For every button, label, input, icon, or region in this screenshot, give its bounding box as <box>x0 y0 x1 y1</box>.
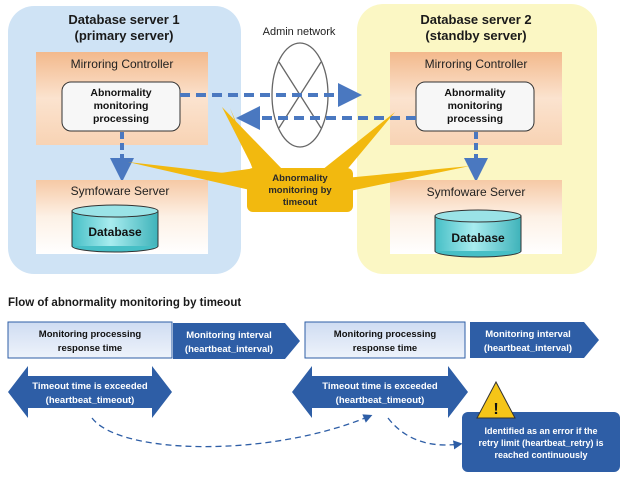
warning-icon: ! <box>476 380 516 419</box>
server2-process-line3: processing <box>447 113 503 125</box>
server1-process-line3: processing <box>93 113 149 125</box>
flow-response-time-1: Monitoring processing response time <box>7 321 173 359</box>
server1-symfoware-label: Symfoware Server <box>71 184 170 198</box>
flow-error-line1: Identified as an error if the <box>484 426 597 436</box>
flow-timeout-1: Timeout time is exceeded (heartbeat_time… <box>8 366 172 418</box>
admin-network-label: Admin network <box>263 26 336 38</box>
flow-retry-connector-1 <box>91 414 373 448</box>
flow-interval-1-line1: Monitoring interval <box>186 330 272 341</box>
server2-role: (standby server) <box>425 28 526 43</box>
flow-timeout-1-line1: Timeout time is exceeded <box>32 381 148 392</box>
flow-interval-2-line2: (heartbeat_interval) <box>484 343 572 354</box>
flow-error-line3: reached continuously <box>494 450 587 460</box>
flow-timeout-1-line2: (heartbeat_timeout) <box>46 395 135 406</box>
flow-retry-connector-2 <box>387 417 463 450</box>
flow-response-time-2-line2: response time <box>353 343 417 354</box>
server2-database-cylinder: Database <box>434 209 522 258</box>
flow-error-box: Identified as an error if the retry limi… <box>462 412 620 472</box>
server2-process-line2: monitoring <box>448 100 503 112</box>
server1-process-line1: Abnormality <box>90 87 151 99</box>
server1-process-line2: monitoring <box>94 100 149 112</box>
callout-box <box>247 168 353 212</box>
server2-symfoware-label: Symfoware Server <box>427 185 526 199</box>
flow-interval-2: Monitoring interval (heartbeat_interval) <box>470 322 599 358</box>
flow-timeout-2-line1: Timeout time is exceeded <box>322 381 438 392</box>
flow-timeout-2-line2: (heartbeat_timeout) <box>336 395 425 406</box>
flow-interval-2-line1: Monitoring interval <box>485 329 571 340</box>
server2-title: Database server 2 <box>420 12 531 27</box>
flow-interval-1-line2: (heartbeat_interval) <box>185 344 273 355</box>
flow-response-time-1-line1: Monitoring processing <box>39 329 142 340</box>
callout-line3: timeout <box>283 197 318 208</box>
flow-interval-1: Monitoring interval (heartbeat_interval) <box>173 323 300 359</box>
server2-database-label: Database <box>451 231 505 245</box>
flow-error-line2: retry limit (heartbeat_retry) is <box>478 438 603 448</box>
callout-line2: monitoring by <box>268 185 332 196</box>
abnormality-timeout-callout: Abnormality monitoring by timeout <box>128 107 470 212</box>
flow-timeout-2: Timeout time is exceeded (heartbeat_time… <box>292 366 468 418</box>
callout-line1: Abnormality <box>272 173 328 184</box>
server1-title: Database server 1 <box>68 12 179 27</box>
server2-mirroring-controller-label: Mirroring Controller <box>425 57 528 71</box>
server1-database-label: Database <box>88 225 142 239</box>
server1-mirroring-controller-label: Mirroring Controller <box>71 57 174 71</box>
flow-response-time-2-line1: Monitoring processing <box>334 329 437 340</box>
flow-response-time-2: Monitoring processing response time <box>304 321 466 359</box>
server1-panel: Database server 1 (primary server) Mirro… <box>8 6 241 274</box>
server2-panel: Database server 2 (standby server) Mirro… <box>357 4 597 274</box>
flow-title: Flow of abnormality monitoring by timeou… <box>8 297 241 309</box>
server1-role: (primary server) <box>75 28 174 43</box>
server2-abnormality-process-box <box>415 81 535 132</box>
server1-database-cylinder: Database <box>71 204 159 253</box>
warning-symbol: ! <box>493 401 498 418</box>
server1-abnormality-process-box <box>61 81 181 132</box>
server2-process-line1: Abnormality <box>444 87 505 99</box>
flow-response-time-1-line2: response time <box>58 343 122 354</box>
